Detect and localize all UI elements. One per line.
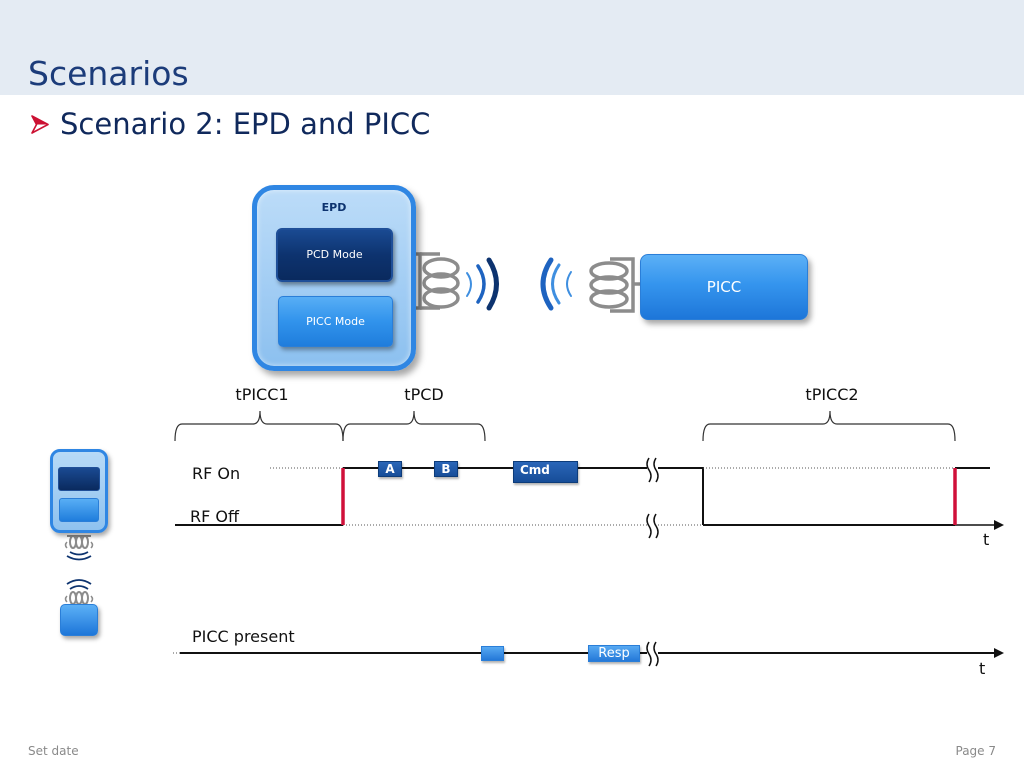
interval-label-tpcd: tPCD <box>404 385 444 404</box>
axis-break-icon <box>646 513 659 539</box>
frame-resp: Resp <box>588 645 640 662</box>
frame-b: B <box>434 461 458 477</box>
interval-label-tpicc1: tPICC1 <box>235 385 289 404</box>
rf-off-label: RF Off <box>190 507 240 526</box>
footer-page-number: Page 7 <box>955 744 997 758</box>
wave-arc <box>476 264 486 304</box>
radio-wave-in-icon <box>540 257 572 311</box>
interval-label-tpicc2: tPICC2 <box>805 385 859 404</box>
picc-coil-icon <box>589 257 640 313</box>
title-band <box>0 0 1024 95</box>
epd-coil-icon <box>416 252 460 310</box>
frame-a: A <box>378 461 402 477</box>
axis-break-icon <box>646 457 659 483</box>
picc-mode-block: PICC Mode <box>278 296 393 347</box>
rf-time-label: t <box>983 530 990 549</box>
rf-time-arrowhead <box>994 520 1004 530</box>
epd-device: EPD PCD Mode PICC Mode <box>252 185 416 371</box>
picc-time-arrowhead <box>994 648 1004 658</box>
picc-coil-loop <box>589 275 629 295</box>
radio-wave-out-icon <box>466 257 499 311</box>
mini-epd-coil-icon <box>64 535 94 561</box>
scenario-heading: Scenario 2: EPD and PICC <box>60 107 431 141</box>
picc-present-label: PICC present <box>192 627 295 646</box>
picc-signal <box>173 648 1004 658</box>
brace-tpicc2 <box>702 410 956 442</box>
slide-title: Scenarios <box>28 54 189 93</box>
epd-device-icon <box>50 449 108 533</box>
picc-mode-label: PICC Mode <box>306 314 365 328</box>
pcd-mode-block: PCD Mode <box>276 228 393 282</box>
mini-pcd-block <box>58 467 100 491</box>
picc-coil-loop <box>589 289 629 309</box>
picc-time-label: t <box>979 659 986 678</box>
wave-arc <box>486 257 499 311</box>
arrow-bullet-icon <box>31 115 49 134</box>
mini-picc-coil-icon <box>64 579 94 605</box>
rf-signal <box>175 467 1004 530</box>
mini-picc-block <box>59 498 99 522</box>
picc-coil-loop <box>589 261 629 281</box>
epd-coil-loop <box>422 287 460 309</box>
brace-tpcd <box>342 410 486 442</box>
picc-label: PICC <box>706 278 742 296</box>
picc-short-frame <box>481 646 504 661</box>
epd-coil-lead <box>416 252 422 310</box>
axis-break-icon <box>646 641 659 667</box>
epd-coil-loop <box>422 257 460 279</box>
wave-arc <box>551 263 561 305</box>
wave-arc <box>540 257 554 311</box>
brace-tpicc1 <box>174 410 344 442</box>
picc-device: PICC <box>640 254 808 320</box>
pcd-mode-label: PCD Mode <box>306 248 363 261</box>
wave-arc <box>466 272 472 297</box>
picc-card-icon <box>60 604 98 636</box>
epd-coil-loop <box>422 272 460 294</box>
footer-date: Set date <box>28 744 79 758</box>
rf-on-label: RF On <box>192 464 241 483</box>
epd-label: EPD <box>321 201 347 214</box>
frame-cmd: Cmd <box>513 461 578 483</box>
wave-arc <box>566 271 572 297</box>
